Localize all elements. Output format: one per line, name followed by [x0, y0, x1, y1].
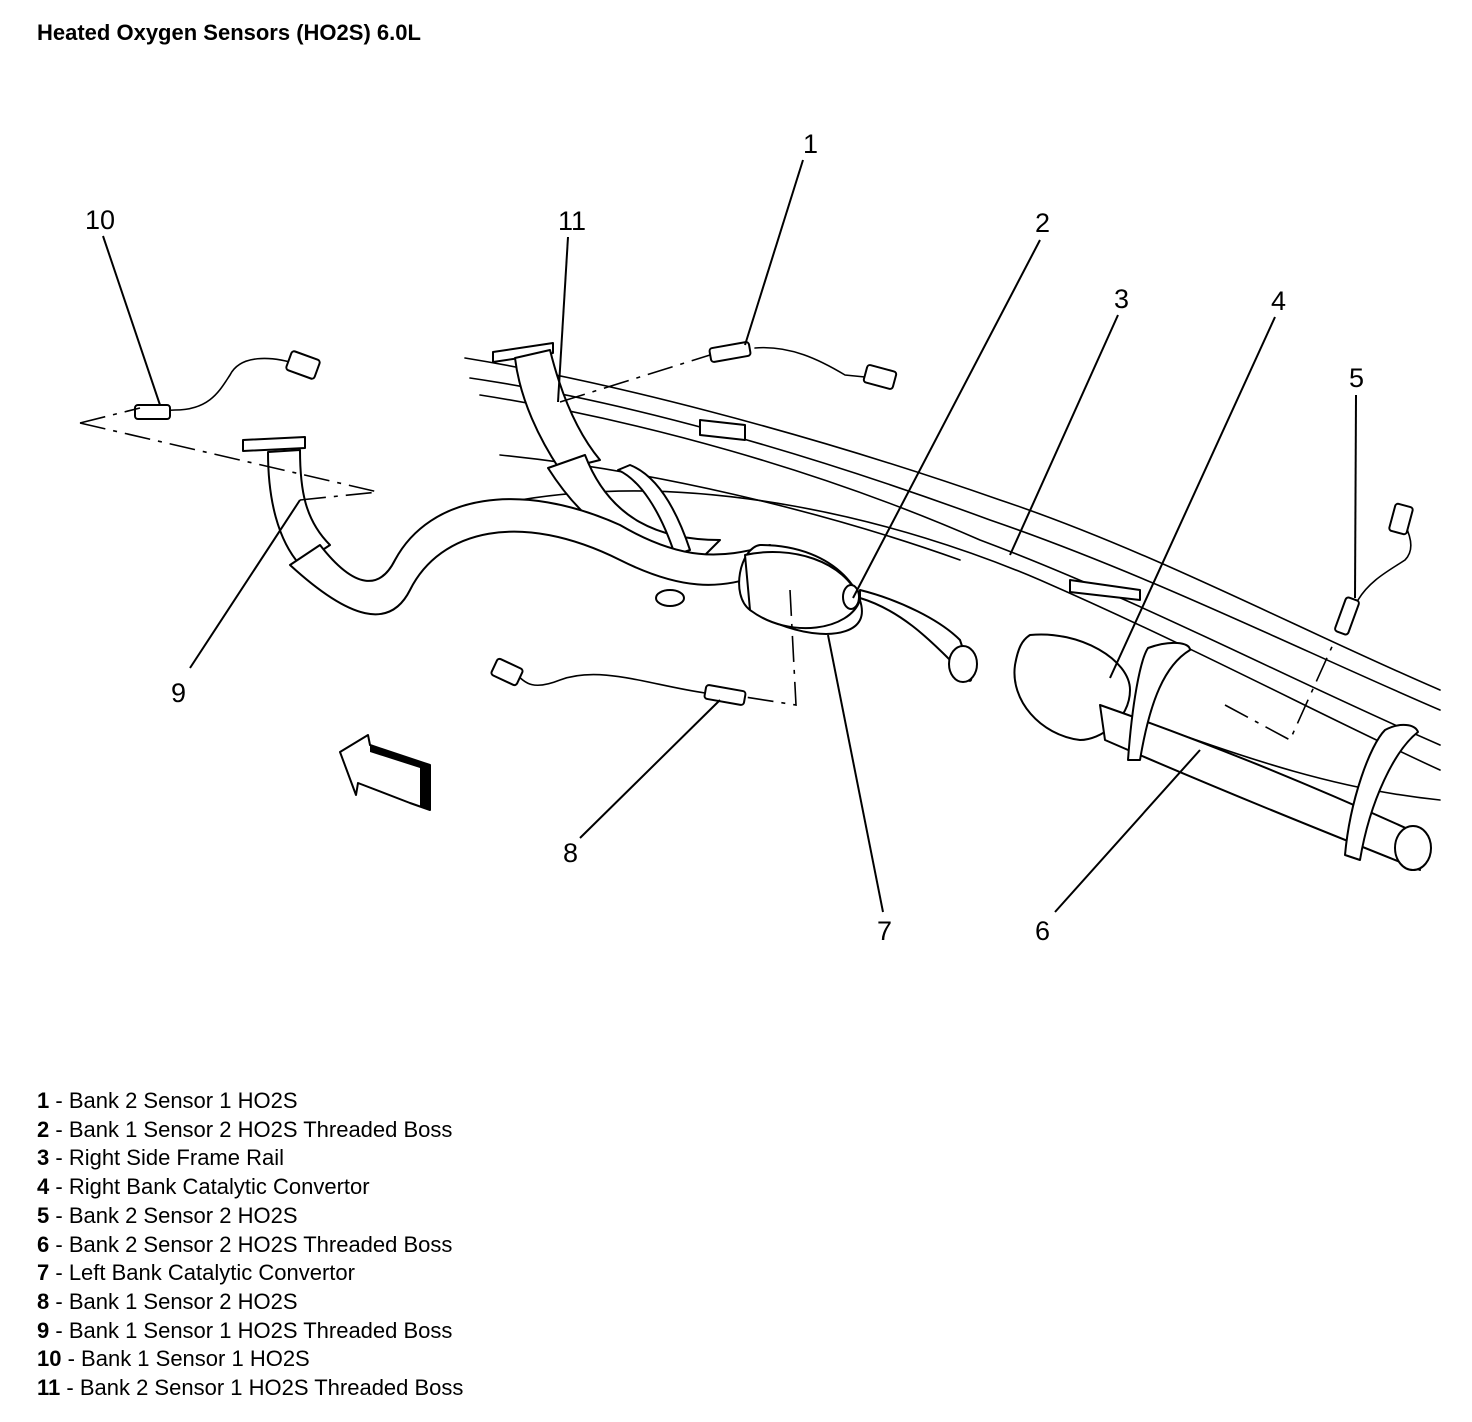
callout-7: 7	[877, 916, 892, 946]
left-exhaust-pipe	[242, 436, 771, 616]
callout-3: 3	[1114, 284, 1129, 314]
legend-item: 11 - Bank 2 Sensor 1 HO2S Threaded Boss	[37, 1375, 464, 1401]
page-title: Heated Oxygen Sensors (HO2S) 6.0L	[37, 20, 421, 45]
front-direction-arrow-icon	[339, 734, 431, 811]
callout-5: 5	[1349, 363, 1364, 393]
legend-item: 6 - Bank 2 Sensor 2 HO2S Threaded Boss	[37, 1231, 453, 1257]
legend-item: 3 - Right Side Frame Rail	[37, 1145, 284, 1171]
left-catalytic-converter	[738, 544, 978, 683]
install-dash-lines	[79, 354, 1336, 742]
sensor-1-bank2-s1-icon	[708, 341, 898, 390]
exhaust-diagram: 1 2 3 4 5 6 7 8 9 10 11	[79, 129, 1441, 946]
callout-8: 8	[563, 838, 578, 868]
callout-10: 10	[85, 205, 115, 235]
callout-9: 9	[171, 678, 186, 708]
parts-legend: 1 - Bank 2 Sensor 1 HO2S 2 - Bank 1 Sens…	[37, 1087, 463, 1403]
callout-leaders	[102, 159, 1357, 913]
callout-11: 11	[558, 206, 586, 236]
legend-item: 1 - Bank 2 Sensor 1 HO2S	[37, 1088, 298, 1113]
legend-item: 4 - Right Bank Catalytic Convertor	[37, 1174, 370, 1200]
right-exhaust-downpipe	[492, 342, 721, 561]
callout-4: 4	[1271, 286, 1286, 316]
legend-item: 7 - Left Bank Catalytic Convertor	[37, 1260, 355, 1286]
sensor-8-bank1-s2-icon	[490, 657, 747, 706]
right-catalytic-converter	[1013, 633, 1432, 871]
legend-item: 5 - Bank 2 Sensor 2 HO2S	[37, 1202, 298, 1228]
legend-item: 8 - Bank 1 Sensor 2 HO2S	[37, 1288, 298, 1314]
frame-rail-illustration	[464, 357, 1441, 801]
legend-item: 10 - Bank 1 Sensor 1 HO2S	[37, 1346, 310, 1372]
legend-item: 9 - Bank 1 Sensor 1 HO2S Threaded Boss	[37, 1317, 453, 1343]
callout-6: 6	[1035, 916, 1050, 946]
legend-item: 2 - Bank 1 Sensor 2 HO2S Threaded Boss	[37, 1116, 453, 1142]
callout-1: 1	[803, 129, 818, 159]
sensor-10-bank1-s1-icon	[134, 350, 321, 420]
sensor-5-bank2-s2-icon	[1334, 502, 1414, 636]
callout-2: 2	[1035, 208, 1050, 238]
